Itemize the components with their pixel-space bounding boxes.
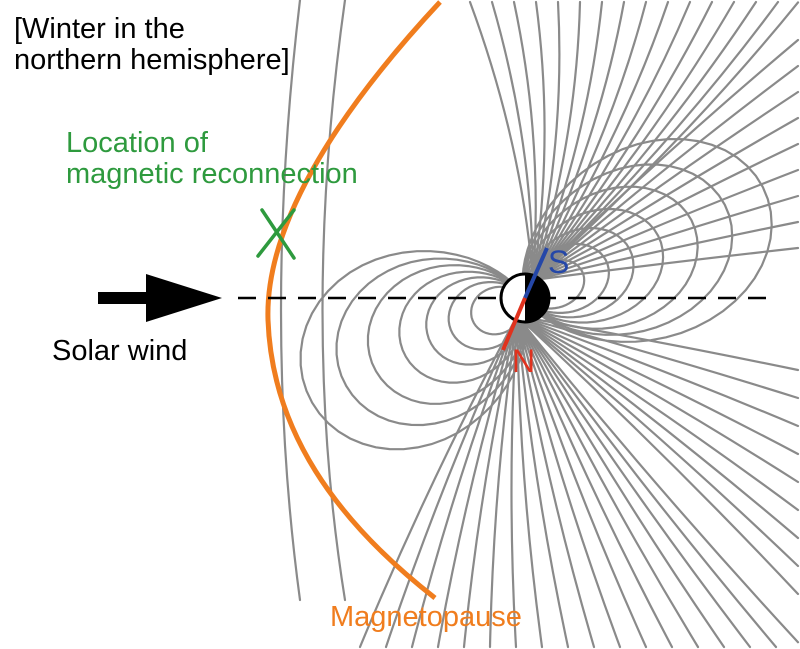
open-field-line <box>531 38 800 282</box>
open-field-line <box>531 0 714 282</box>
open-field-line <box>531 90 800 282</box>
solar-wind-label: Solar wind <box>52 335 188 367</box>
title-line-2: northern hemisphere] <box>14 44 290 76</box>
open-field-line <box>515 314 800 484</box>
solar-wind-arrow <box>98 274 222 322</box>
open-field-line <box>510 314 519 649</box>
open-field-line <box>515 314 778 649</box>
reconnection-label: Location of magnetic reconnection <box>66 128 358 190</box>
open-field-line <box>531 0 758 282</box>
magnetopause-curve <box>265 0 442 600</box>
open-field-line <box>531 64 800 282</box>
north-magnetic-axis <box>501 297 527 351</box>
reconnection-label-line-1: Location of <box>66 127 208 159</box>
title-line-1: [Winter in the <box>14 13 185 45</box>
open-field-line <box>515 314 800 512</box>
open-field-line <box>531 220 800 282</box>
draped-field-line <box>279 0 302 602</box>
draped-field-line <box>321 0 347 602</box>
open-field-line <box>515 314 800 456</box>
open-field-line <box>515 314 674 649</box>
open-field-line <box>531 0 561 282</box>
open-field-line <box>531 0 670 282</box>
open-field-line <box>410 314 519 649</box>
open-field-line <box>531 0 604 282</box>
open-field-line <box>488 314 519 649</box>
open-field-line <box>515 314 726 649</box>
open-field-line <box>358 314 519 649</box>
open-field-line <box>515 314 800 568</box>
open-field-line <box>531 0 546 282</box>
open-field-line <box>490 0 535 282</box>
open-field-line <box>531 0 626 282</box>
open-field-line <box>531 116 800 282</box>
open-field-line <box>515 314 800 644</box>
open-field-line <box>515 314 800 400</box>
open-field-line <box>515 314 596 649</box>
open-field-line <box>531 142 800 282</box>
south-pole-label: S <box>548 244 570 280</box>
magnetopause-label: Magnetopause <box>330 601 522 633</box>
reconnection-x-marker <box>256 208 296 260</box>
south-magnetic-axis <box>523 247 549 299</box>
open-field-line <box>531 0 582 282</box>
open-field-line <box>515 314 622 649</box>
open-field-line <box>515 314 800 372</box>
open-field-line <box>468 0 535 282</box>
reconnection-label-line-2: magnetic reconnection <box>66 158 358 190</box>
open-field-line <box>531 0 736 282</box>
open-field-lines <box>279 0 800 649</box>
open-field-line <box>531 246 800 282</box>
open-field-line <box>531 0 648 282</box>
open-field-line <box>515 314 648 649</box>
open-field-line <box>462 314 519 649</box>
north-pole-label: N <box>512 343 536 379</box>
open-field-line <box>515 314 800 596</box>
open-field-line <box>531 1 800 282</box>
open-field-line <box>531 168 800 282</box>
open-field-line <box>512 0 537 282</box>
closed-field-line <box>522 227 635 319</box>
open-field-line <box>515 314 570 649</box>
open-field-line <box>515 314 800 428</box>
open-field-line <box>515 314 800 540</box>
open-field-line <box>515 314 700 649</box>
open-field-line <box>531 194 800 282</box>
closed-field-line <box>335 257 529 427</box>
open-field-line <box>384 314 519 649</box>
open-field-line <box>515 314 752 649</box>
open-field-line <box>515 314 544 649</box>
open-field-line <box>531 0 692 282</box>
open-field-line <box>436 314 519 649</box>
closed-field-line <box>299 250 530 451</box>
title-text: [Winter in the northern hemisphere] <box>14 14 290 76</box>
